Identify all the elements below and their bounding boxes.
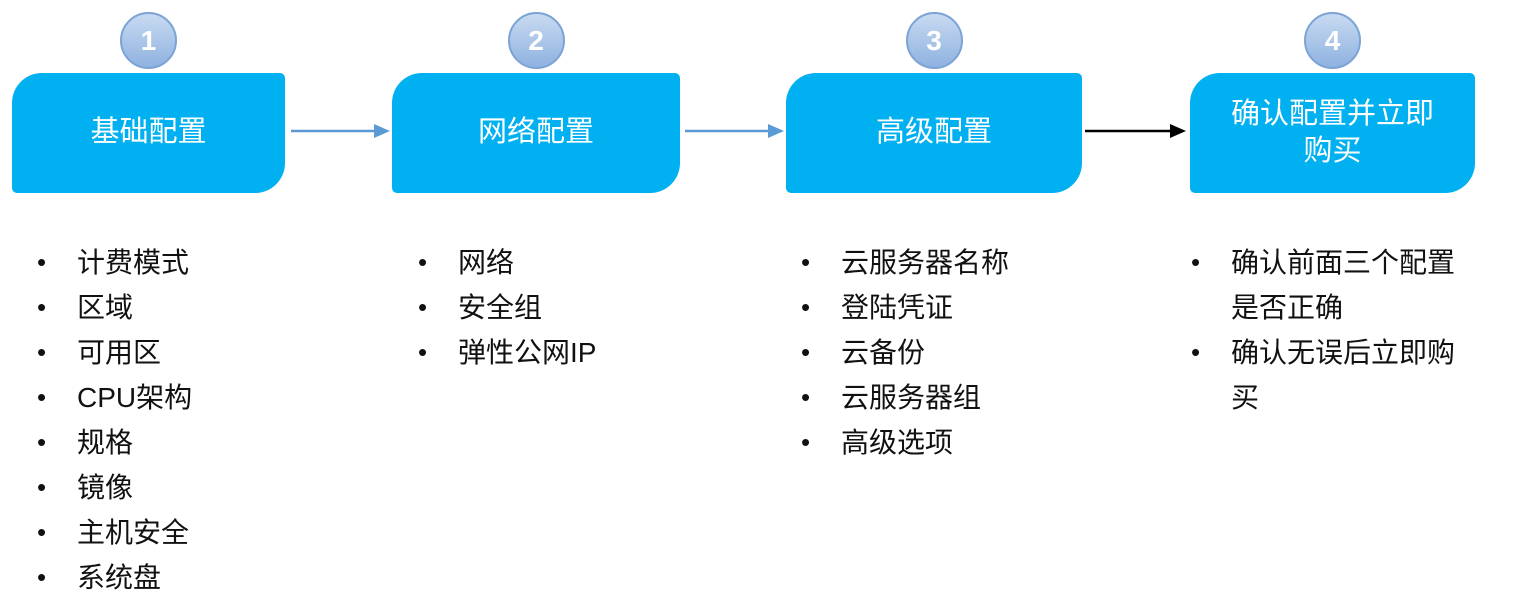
list-item: • 弹性公网IP [418, 330, 680, 375]
list-item: • 区域 [37, 285, 285, 330]
step-1-number: 1 [140, 24, 157, 56]
bullet-icon: • [1191, 337, 1201, 367]
list-item: • 云服务器名称 [801, 240, 1082, 285]
list-item: • 计费模式 [37, 240, 285, 285]
step-1: 1 基础配置 • 计费模式 • 区域 • 可用区 • CPU架构 • [12, 0, 285, 600]
bullet-icon: • [801, 292, 811, 322]
arrow-step1-to-step2-icon [291, 124, 390, 138]
step-2-box: 网络配置 [392, 73, 680, 193]
list-item: • 可用区 [37, 330, 285, 375]
list-item-text: 登陆凭证 [841, 292, 954, 323]
bullet-icon: • [37, 292, 47, 322]
step-2: 2 网络配置 • 网络 • 安全组 • 弹性公网IP [392, 0, 680, 375]
list-item: • 高级选项 [801, 420, 1082, 465]
bullet-icon: • [37, 382, 47, 412]
bullet-icon: • [1191, 247, 1201, 277]
list-item-text: 云服务器组 [841, 382, 982, 413]
bullet-icon: • [418, 337, 428, 367]
list-item-text: 主机安全 [77, 517, 190, 548]
list-item-text: 镜像 [77, 472, 134, 503]
list-item-text: 确认前面三个配置 是否正确 [1231, 247, 1456, 323]
list-item: • 网络 [418, 240, 680, 285]
list-item: • 系统盘 [37, 555, 285, 600]
step-3-number: 3 [926, 24, 942, 56]
step-2-title: 网络配置 [477, 116, 594, 149]
step-4-title: 确认配置并立即 购买 [1230, 97, 1434, 167]
bullet-icon: • [801, 382, 811, 412]
step-3-list: • 云服务器名称 • 登陆凭证 • 云备份 • 云服务器组 • 高级选项 [786, 240, 1082, 465]
bullet-icon: • [418, 292, 428, 322]
list-item-text: 云备份 [841, 337, 926, 368]
bullet-icon: • [801, 427, 811, 457]
bullet-icon: • [418, 247, 428, 277]
step-1-title: 基础配置 [90, 116, 207, 149]
list-item: • 云服务器组 [801, 375, 1082, 420]
step-3-badge: 3 [905, 12, 963, 69]
bullet-icon: • [37, 517, 47, 547]
arrow-step2-to-step3-icon [685, 124, 784, 138]
list-item-text: 高级选项 [841, 427, 954, 458]
step-3-box: 高级配置 [786, 73, 1082, 193]
list-item-text: 网络 [458, 247, 515, 278]
list-item-text: 弹性公网IP [458, 337, 597, 368]
list-item-text: 区域 [77, 292, 134, 323]
bullet-icon: • [37, 562, 47, 592]
list-item-text: 可用区 [77, 337, 162, 368]
bullet-icon: • [37, 337, 47, 367]
list-item-text: 云服务器名称 [841, 247, 1010, 278]
list-item-text: 确认无误后立即购买 [1231, 337, 1456, 413]
list-item-text: 安全组 [458, 292, 543, 323]
step-2-badge: 2 [507, 12, 565, 69]
step-1-list: • 计费模式 • 区域 • 可用区 • CPU架构 • 规格 • 镜像 [12, 240, 285, 600]
list-item: • 安全组 [418, 285, 680, 330]
step-4-number: 4 [1324, 24, 1341, 56]
step-2-number: 2 [528, 24, 544, 56]
bullet-icon: • [37, 472, 47, 502]
step-4-badge: 4 [1304, 12, 1361, 69]
list-item: • 规格 [37, 420, 285, 465]
bullet-icon: • [801, 247, 811, 277]
list-item: • 确认无误后立即购买 [1191, 330, 1475, 420]
arrow-step3-to-step4-icon [1085, 124, 1186, 138]
list-item: • 镜像 [37, 465, 285, 510]
bullet-icon: • [801, 337, 811, 367]
bullet-icon: • [37, 427, 47, 457]
step-4-box: 确认配置并立即 购买 [1190, 73, 1475, 193]
list-item: • 确认前面三个配置 是否正确 [1191, 240, 1475, 330]
step-1-box: 基础配置 [12, 73, 285, 193]
list-item-text: 规格 [77, 427, 134, 458]
list-item-text: 计费模式 [77, 247, 190, 278]
list-item: • 主机安全 [37, 510, 285, 555]
list-item: • 登陆凭证 [801, 285, 1082, 330]
step-2-list: • 网络 • 安全组 • 弹性公网IP [392, 240, 680, 375]
step-4: 4 确认配置并立即 购买 • 确认前面三个配置 是否正确 • 确认无误后立即购买 [1190, 0, 1475, 420]
list-item: • CPU架构 [37, 375, 285, 420]
list-item-text: CPU架构 [77, 382, 193, 413]
list-item: • 云备份 [801, 330, 1082, 375]
step-3: 3 高级配置 • 云服务器名称 • 登陆凭证 • 云备份 • 云服务器组 • [786, 0, 1082, 465]
step-4-list: • 确认前面三个配置 是否正确 • 确认无误后立即购买 [1190, 240, 1475, 420]
step-3-title: 高级配置 [875, 116, 992, 149]
list-item-text: 系统盘 [77, 562, 162, 593]
bullet-icon: • [37, 247, 47, 277]
step-1-badge: 1 [120, 12, 177, 69]
